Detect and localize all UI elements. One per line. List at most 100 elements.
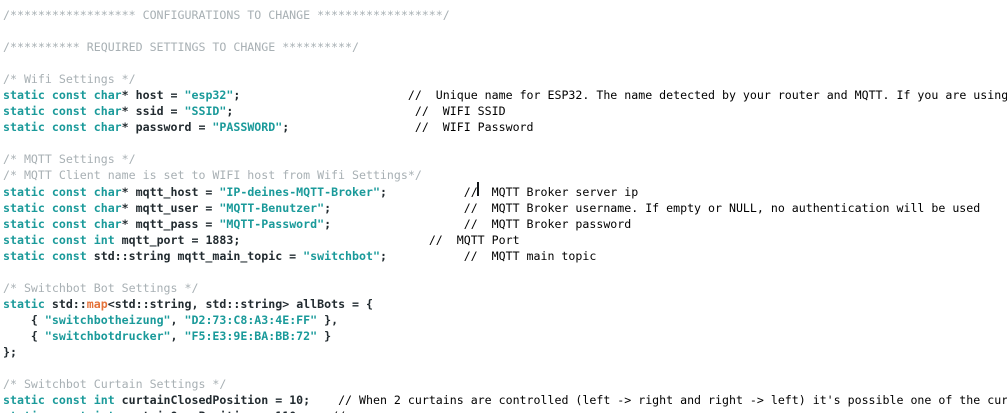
code-token-num: 1883 bbox=[205, 232, 234, 247]
code-token-kw: static const char bbox=[3, 88, 122, 103]
code-line: }; bbox=[3, 344, 1007, 360]
code-token-kw: static const bbox=[3, 248, 87, 263]
code-line: /****************** CONFIGURATIONS TO CH… bbox=[3, 7, 1007, 23]
code-token-plain: * host = bbox=[121, 88, 185, 103]
code-token-kw: static const int bbox=[3, 232, 115, 247]
code-line: /* Switchbot Bot Settings */ bbox=[3, 280, 1007, 296]
code-token-pad bbox=[387, 185, 464, 199]
code-token-plain: ; bbox=[296, 409, 303, 413]
code-token-cblock: /* MQTT Settings */ bbox=[3, 152, 136, 167]
code-token-kw: static const char bbox=[3, 184, 122, 199]
text-caret bbox=[477, 182, 479, 196]
code-token-str: "MQTT-Password" bbox=[219, 216, 325, 231]
code-token-plain: * ssid = bbox=[121, 104, 185, 119]
code-line: static const int curtainOpenPosition = 1… bbox=[3, 408, 1007, 413]
code-token-pad bbox=[331, 217, 464, 231]
code-line: /* Wifi Settings */ bbox=[3, 71, 1007, 87]
code-token-str: "switchbotdrucker" bbox=[44, 328, 171, 343]
code-token-cline: // WIFI Password bbox=[414, 120, 534, 135]
code-token-pad bbox=[331, 201, 464, 215]
code-token-plain: std::string mqtt_main_topic = bbox=[86, 248, 304, 263]
code-token-kw: static const char bbox=[3, 104, 122, 119]
code-line: static const char* mqtt_user = "MQTT-Ben… bbox=[3, 200, 1007, 216]
code-token-num: 110 bbox=[275, 409, 296, 413]
code-token-plain: ; bbox=[379, 184, 387, 199]
code-token-str: "IP-deines-MQTT-Broker" bbox=[219, 184, 380, 199]
code-token-plain: ; bbox=[282, 120, 290, 135]
code-token-pad bbox=[240, 233, 428, 247]
code-token-pad bbox=[240, 88, 408, 102]
code-line: static const int mqtt_port = 1883; // MQ… bbox=[3, 232, 1007, 248]
code-token-plain: } bbox=[317, 328, 332, 343]
code-token-str: "SSID" bbox=[184, 104, 227, 119]
code-token-pad bbox=[310, 393, 338, 407]
code-token-pad bbox=[387, 249, 464, 263]
code-token-cline: // When 2 curtains are controlled (left … bbox=[338, 393, 1007, 408]
code-line: static const char* password = "PASSWORD"… bbox=[3, 119, 1007, 135]
code-token-plain: mqtt_port = bbox=[114, 232, 206, 247]
code-line: static const char* mqtt_pass = "MQTT-Pas… bbox=[3, 216, 1007, 232]
code-token-cline: // MQTT Broker server ip bbox=[463, 184, 639, 199]
code-line: static const char* ssid = "SSID"; // WIF… bbox=[3, 103, 1007, 119]
code-token-plain: std:: bbox=[44, 296, 87, 311]
code-token-cblock: /* MQTT Client name is set to WIFI host … bbox=[3, 168, 422, 183]
code-token-cblock: /********** REQUIRED SETTINGS TO CHANGE … bbox=[3, 40, 359, 55]
code-line: static const std::string mqtt_main_topic… bbox=[3, 248, 1007, 264]
code-token-num: 10 bbox=[289, 393, 304, 408]
code-token-plain: curtainClosedPosition = bbox=[114, 393, 290, 408]
code-token-plain: { bbox=[3, 328, 45, 343]
code-line bbox=[3, 264, 1007, 280]
code-token-plain: * mqtt_user = bbox=[121, 200, 220, 215]
code-token-str: "switchbot" bbox=[303, 248, 380, 263]
code-token-kw: static const char bbox=[3, 216, 122, 231]
code-token-cline: // WIFI SSID bbox=[414, 104, 506, 119]
code-token-plain: ; bbox=[233, 88, 241, 103]
code-line bbox=[3, 23, 1007, 39]
code-line bbox=[3, 55, 1007, 71]
code-token-plain: }, bbox=[317, 312, 339, 327]
code-token-plain: , bbox=[170, 312, 185, 327]
code-token-pad bbox=[233, 104, 414, 118]
code-token-str: "switchbotheizung" bbox=[44, 312, 171, 327]
code-token-str: "PASSWORD" bbox=[212, 120, 283, 135]
code-token-plain: * mqtt_host = bbox=[121, 184, 220, 199]
code-line bbox=[3, 135, 1007, 151]
code-token-cline: // MQTT Broker username. If empty or NUL… bbox=[463, 200, 981, 215]
code-token-kw: static const int bbox=[3, 409, 115, 413]
code-line: static std::map<std::string, std::string… bbox=[3, 296, 1007, 312]
code-token-plain: }; bbox=[3, 344, 17, 359]
code-line: static const char* mqtt_host = "IP-deine… bbox=[3, 184, 1007, 200]
code-line: /* Switchbot Curtain Settings */ bbox=[3, 376, 1007, 392]
code-token-fn: map bbox=[86, 296, 108, 311]
code-line bbox=[3, 360, 1007, 376]
code-token-cline: // ... bbox=[331, 409, 373, 413]
code-token-pad bbox=[289, 120, 415, 134]
code-token-kw: static const char bbox=[3, 120, 122, 135]
code-token-plain: ; bbox=[324, 216, 332, 231]
code-token-kw: static const char bbox=[3, 200, 122, 215]
code-token-plain: ; bbox=[379, 248, 387, 263]
code-token-cblock: /* Switchbot Bot Settings */ bbox=[3, 280, 199, 295]
code-token-cline: // Unique name for ESP32. The name detec… bbox=[407, 88, 1007, 103]
code-token-str: "D2:73:C8:A3:4E:FF" bbox=[184, 312, 318, 327]
code-token-plain: * password = bbox=[121, 120, 213, 135]
code-token-plain: ; bbox=[233, 232, 241, 247]
code-line: static const int curtainClosedPosition =… bbox=[3, 392, 1007, 408]
source-code-text[interactable]: /****************** CONFIGURATIONS TO CH… bbox=[3, 7, 1007, 413]
code-token-plain: , bbox=[170, 328, 185, 343]
code-token-pad bbox=[303, 409, 331, 413]
code-line: /* MQTT Client name is set to WIFI host … bbox=[3, 167, 1007, 183]
code-line: static const char* host = "esp32"; // Un… bbox=[3, 87, 1007, 103]
code-token-plain: { bbox=[3, 312, 45, 327]
code-token-cline: // MQTT Port bbox=[428, 232, 520, 247]
code-token-cline: // MQTT main topic bbox=[463, 248, 597, 263]
code-line: { "switchbotheizung", "D2:73:C8:A3:4E:FF… bbox=[3, 312, 1007, 328]
code-token-str: "F5:E3:9E:BA:BB:72" bbox=[184, 328, 318, 343]
code-token-plain: curtainOpenPosition = bbox=[115, 409, 276, 413]
code-line: { "switchbotdrucker", "F5:E3:9E:BA:BB:72… bbox=[3, 328, 1007, 344]
code-token-cline: // MQTT Broker password bbox=[463, 216, 632, 231]
code-token-str: "esp32" bbox=[184, 88, 234, 103]
code-token-plain: ; bbox=[324, 200, 332, 215]
code-token-cblock: /* Wifi Settings */ bbox=[3, 72, 136, 87]
